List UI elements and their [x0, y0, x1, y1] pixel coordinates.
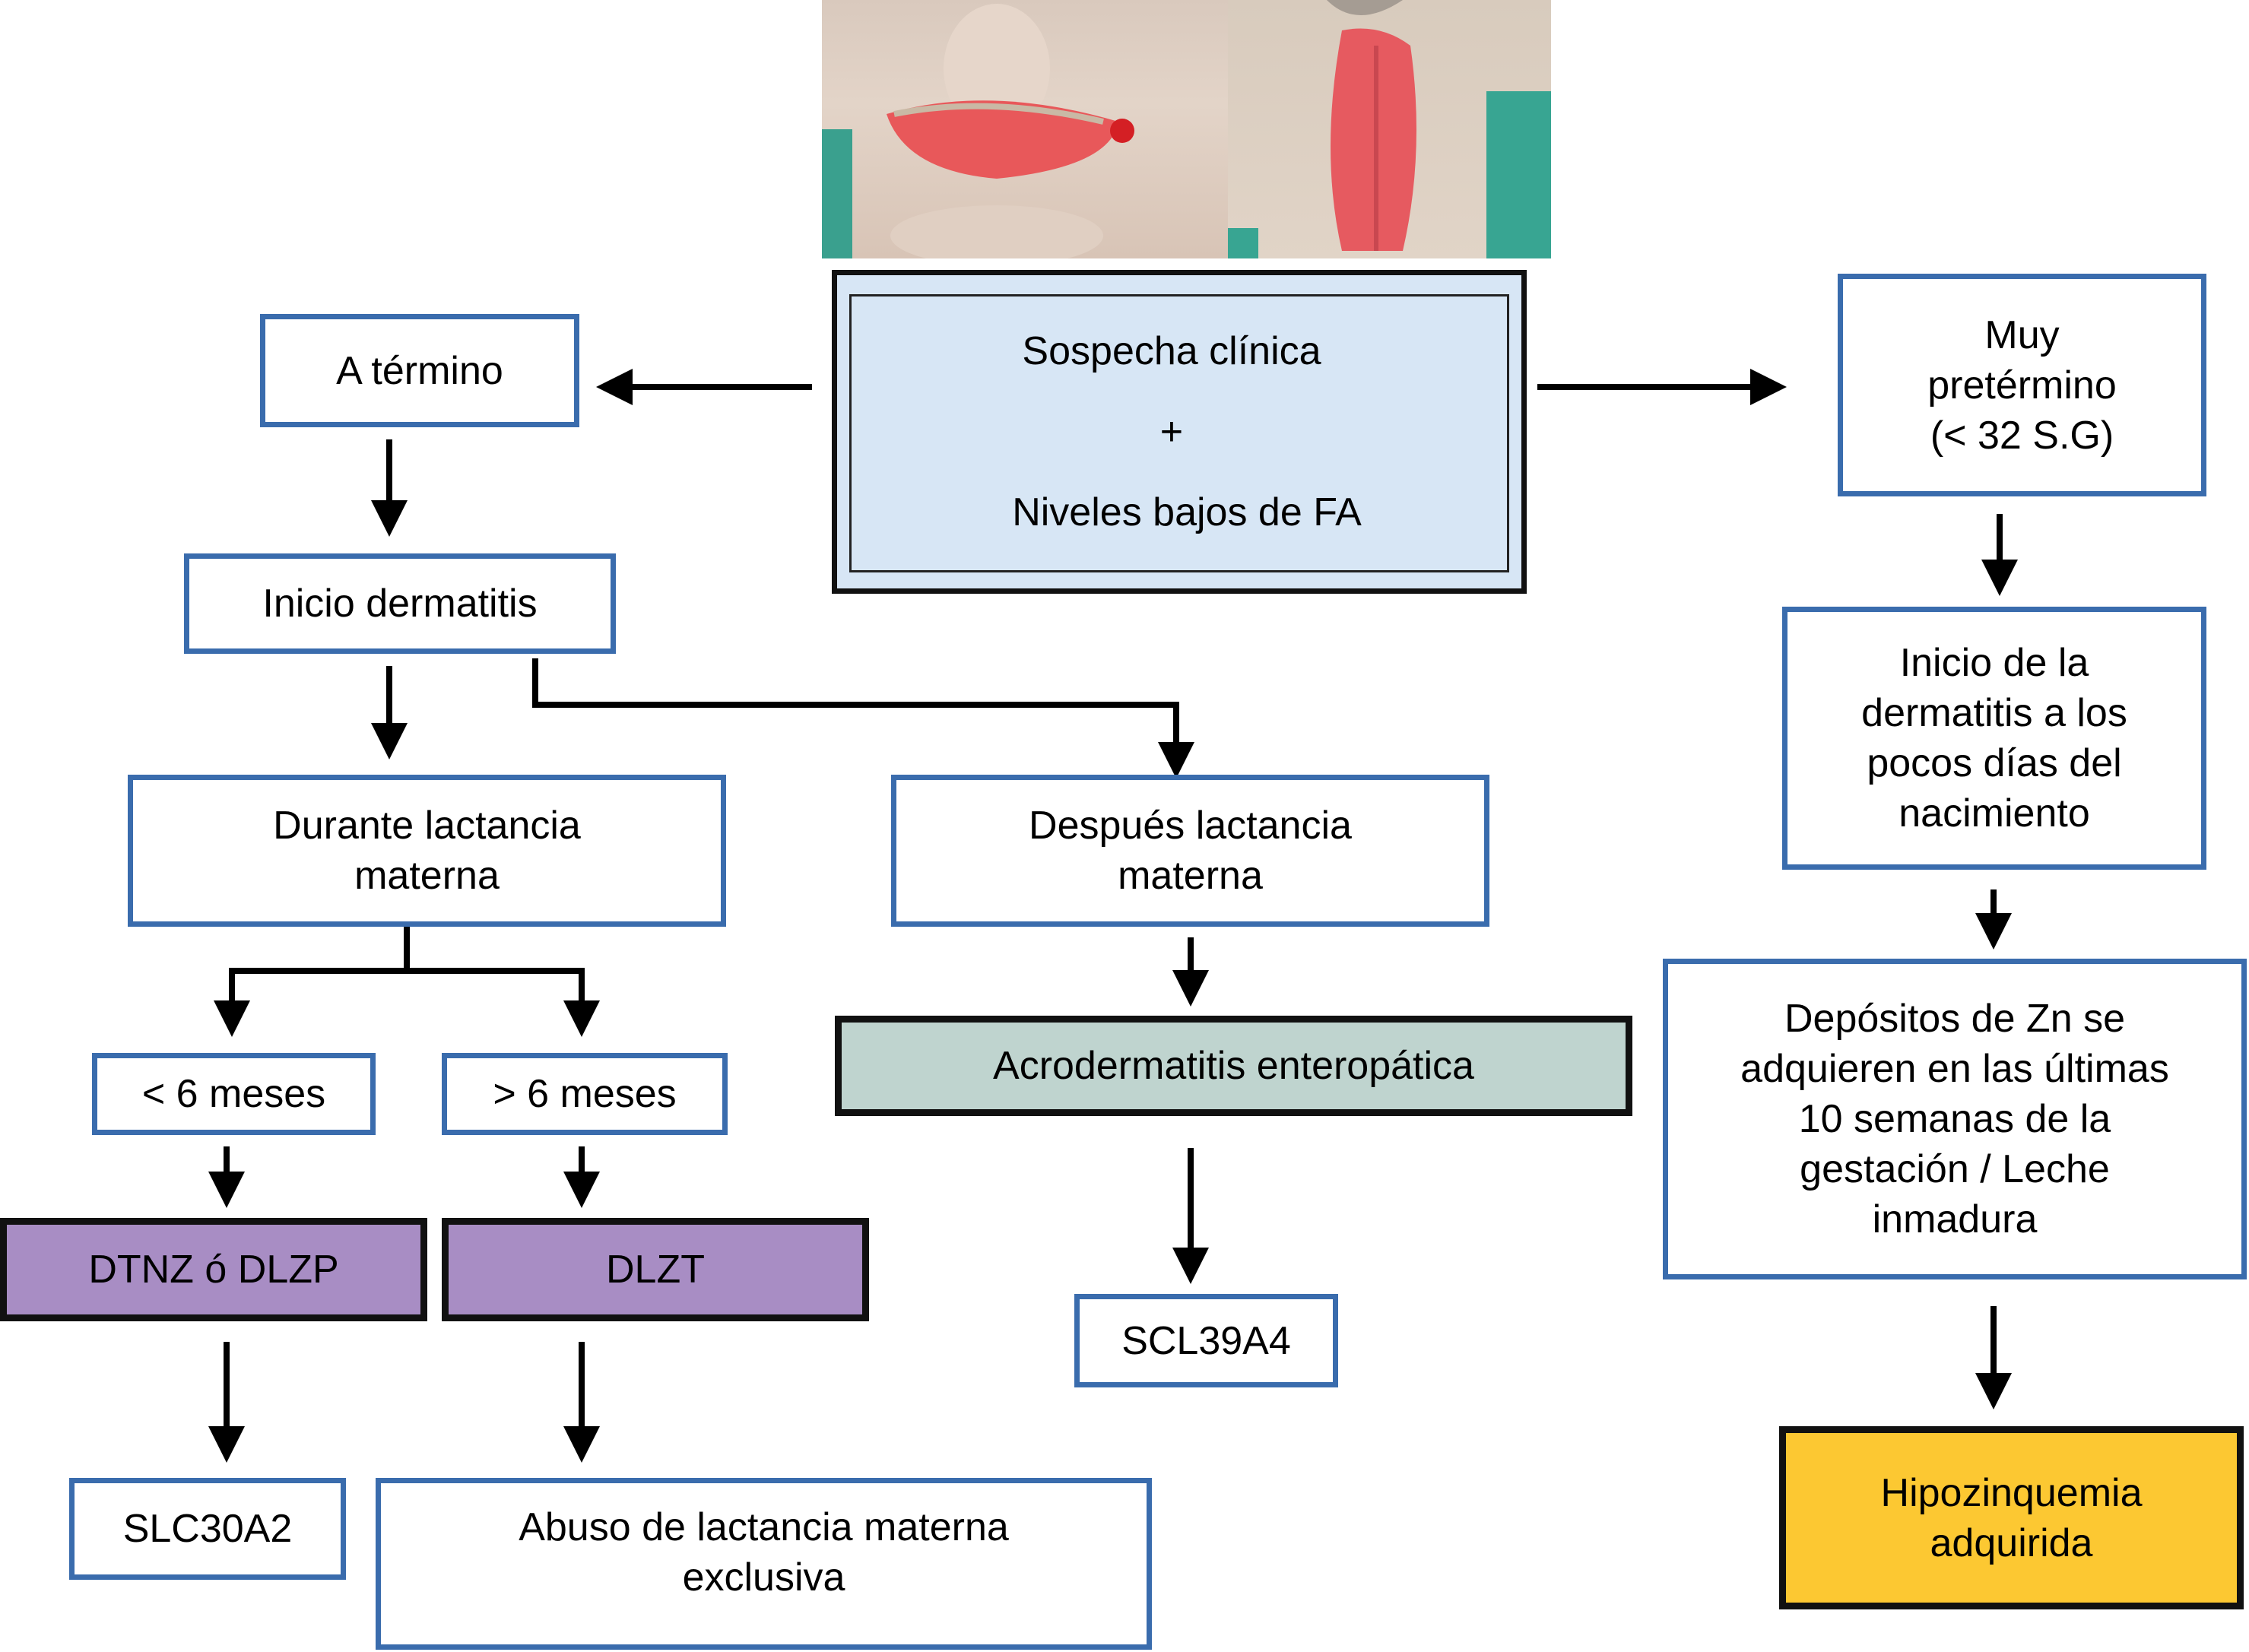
- center-box-suspicion: Sospecha clínica + Niveles bajos de FA: [832, 270, 1527, 594]
- box-durante-lactancia: Durante lactancia materna: [128, 775, 726, 927]
- label-durante-lactancia: Durante lactancia materna: [273, 804, 581, 898]
- box-abuso-lactancia: Abuso de lactancia materna exclusiva: [376, 1478, 1152, 1650]
- label-a-termino: A término: [336, 348, 503, 393]
- label-mas-6-meses: > 6 meses: [493, 1072, 677, 1116]
- label-abuso-lactancia: Abuso de lactancia materna exclusiva: [519, 1505, 1009, 1600]
- label-scl39a4: SCL39A4: [1121, 1318, 1291, 1363]
- center-plus: +: [1159, 410, 1184, 454]
- box-dlzt: DLZT: [442, 1218, 869, 1321]
- box-a-termino: A término: [260, 314, 579, 427]
- mouth-lesion-icon: [822, 4, 1134, 258]
- label-dlzt: DLZT: [606, 1248, 705, 1292]
- box-dtnz-dlzp: DTNZ ó DLZP: [0, 1218, 427, 1321]
- arrow-durante-to-mas6: [407, 968, 600, 1037]
- box-inicio-dermatitis-nacimiento: Inicio de la dermatitis a los pocos días…: [1782, 607, 2206, 870]
- box-mas-6-meses: > 6 meses: [442, 1053, 728, 1135]
- center-line-niveles: Niveles bajos de FA: [1012, 490, 1362, 534]
- arrow-inicio-to-despues: [532, 658, 1194, 778]
- box-muy-pretermino: Muy pretérmino (< 32 S.G): [1838, 274, 2206, 496]
- label-muy-pretermino: Muy pretérmino (< 32 S.G): [1927, 312, 2117, 458]
- box-inicio-dermatitis: Inicio dermatitis: [184, 553, 616, 654]
- box-scl39a4: SCL39A4: [1074, 1294, 1338, 1387]
- label-inicio-dermatitis: Inicio dermatitis: [262, 582, 538, 626]
- box-slc30a2: SLC30A2: [69, 1478, 346, 1580]
- label-dtnz-dlzp: DTNZ ó DLZP: [88, 1248, 339, 1292]
- arrow-durante-to-menos6: [214, 968, 407, 1037]
- clinical-photo-perineum: [1228, 0, 1551, 258]
- center-line-sospecha: Sospecha clínica: [1022, 329, 1321, 373]
- label-depositos-zn: Depósitos de Zn se adquieren en las últi…: [1740, 997, 2169, 1241]
- box-acrodermatitis: Acrodermatitis enteropática: [835, 1016, 1632, 1116]
- center-inner-frame: [849, 294, 1509, 572]
- box-hipozinquemia: Hipozinquemia adquirida: [1779, 1426, 2244, 1609]
- label-despues-lactancia: Después lactancia materna: [1029, 804, 1352, 898]
- box-menos-6-meses: < 6 meses: [92, 1053, 376, 1135]
- perineal-lesion-icon: [1228, 0, 1551, 258]
- label-slc30a2: SLC30A2: [122, 1507, 293, 1551]
- box-despues-lactancia: Después lactancia materna: [891, 775, 1489, 927]
- clinical-photo-mouth: [822, 0, 1228, 258]
- box-depositos-zn: Depósitos de Zn se adquieren en las últi…: [1663, 959, 2247, 1279]
- label-acrodermatitis: Acrodermatitis enteropática: [993, 1044, 1474, 1088]
- label-hipozinquemia: Hipozinquemia adquirida: [1880, 1470, 2143, 1565]
- label-inicio-dermatitis-nacimiento: Inicio de la dermatitis a los pocos días…: [1861, 641, 2127, 836]
- label-menos-6-meses: < 6 meses: [141, 1072, 326, 1116]
